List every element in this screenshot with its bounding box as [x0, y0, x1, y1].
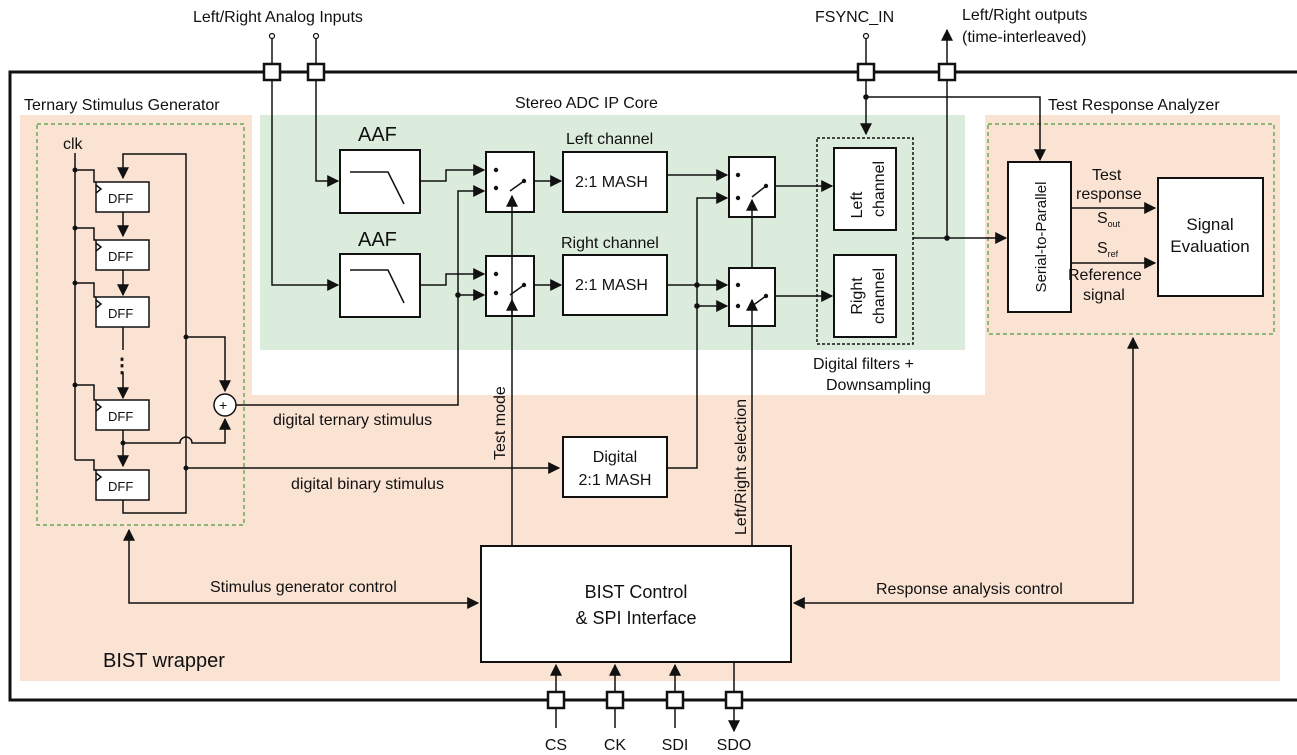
mux-left-input	[485, 151, 535, 213]
svg-text:DFF: DFF	[108, 249, 133, 264]
signal-eval-line2: Evaluation	[1170, 237, 1249, 256]
ternary-stimulus-label: digital ternary stimulus	[273, 412, 432, 429]
dff-3: DFF	[75, 282, 150, 328]
stimulus-control-label: Stimulus generator control	[210, 579, 397, 596]
pin-label-cs: CS	[545, 737, 567, 754]
dff-2: DFF	[75, 227, 150, 271]
adc-core-title: Stereo ADC IP Core	[515, 95, 658, 112]
output-pin	[937, 62, 957, 82]
svg-text:DFF: DFF	[108, 409, 133, 424]
serial-to-parallel-text: Serial-to-Parallel	[1033, 182, 1050, 293]
lr-selection-label: Left/Right selection	[733, 399, 750, 535]
response-analyzer-title: Test Response Analyzer	[1048, 97, 1220, 114]
svg-text:DFF: DFF	[108, 306, 133, 321]
mash-left-text: 2:1 MASH	[575, 174, 648, 191]
s-out-label: Sout	[1097, 210, 1121, 229]
filter-left-line2: channel	[871, 161, 888, 217]
filter-right-line1: Right	[849, 277, 866, 315]
mash-right-text: 2:1 MASH	[575, 277, 648, 294]
mux-right-input	[485, 255, 535, 317]
pin-label-sdo: SDO	[717, 737, 752, 754]
bist-control	[480, 545, 792, 663]
pin-label-ck: CK	[604, 737, 627, 754]
mash-left	[562, 151, 668, 213]
analog-inputs-label: Left/Right Analog Inputs	[193, 9, 363, 26]
reference-line1: Reference	[1068, 267, 1142, 284]
chip-boundary	[8, 70, 1297, 702]
filter-left	[833, 147, 897, 231]
dff-ellipsis: ⋮	[112, 355, 132, 377]
reference-line2: signal	[1083, 287, 1125, 304]
svg-text:DFF: DFF	[108, 191, 133, 206]
analog-input-pin-right	[306, 62, 326, 82]
pin-sdi	[665, 690, 685, 710]
digital-mash	[562, 436, 668, 498]
pin-cs	[546, 690, 566, 710]
fsync-pin	[856, 62, 876, 82]
bist-wrapper-title: BIST wrapper	[103, 650, 225, 672]
response-analyzer-border	[987, 123, 1275, 335]
signal-evaluation	[1157, 177, 1264, 297]
digital-mash-line2: 2:1 MASH	[579, 472, 652, 489]
signal-eval-line1: Signal	[1186, 215, 1233, 234]
pin-ck	[605, 690, 625, 710]
dff-4: DFF	[75, 384, 150, 431]
pin-sdo	[724, 690, 744, 710]
fsync-label: FSYNC_IN	[815, 9, 894, 26]
bist-control-line1: BIST Control	[585, 582, 688, 602]
filter-right-line2: channel	[871, 268, 888, 324]
binary-stimulus-label: digital binary stimulus	[291, 476, 444, 493]
adder-plus: +	[219, 397, 227, 413]
test-response-line2: response	[1076, 186, 1142, 203]
dff-1: DFF	[75, 169, 150, 213]
test-mode-label: Test mode	[492, 386, 509, 460]
stimulus-generator-border	[36, 123, 245, 526]
svg-text:DFF: DFF	[108, 479, 133, 494]
aaf-bottom	[339, 253, 421, 318]
dff-5: DFF	[75, 459, 150, 501]
digital-mash-line1: Digital	[593, 449, 637, 466]
outputs-label-1: Left/Right outputs	[962, 7, 1087, 24]
bist-control-line2: & SPI Interface	[575, 608, 696, 628]
aaf-top-label: AAF	[358, 124, 397, 146]
clk-label: clk	[63, 136, 84, 153]
aaf-bottom-label: AAF	[358, 229, 397, 251]
s-ref-label: Sref	[1097, 240, 1119, 259]
left-channel-label: Left channel	[566, 131, 653, 148]
aaf-top	[339, 149, 421, 214]
pin-label-sdi: SDI	[662, 737, 689, 754]
serial-to-parallel	[1007, 161, 1072, 313]
filters-caption-1: Digital filters +	[813, 356, 914, 373]
filters-caption-2: Downsampling	[826, 377, 931, 394]
stimulus-generator-title: Ternary Stimulus Generator	[24, 97, 220, 114]
response-control-label: Response analysis control	[876, 581, 1063, 598]
right-channel-label: Right channel	[561, 235, 659, 252]
filter-right	[833, 254, 897, 338]
outputs-label-2: (time-interleaved)	[962, 29, 1086, 46]
analog-input-pin-left	[262, 62, 282, 82]
filter-left-line1: Left	[849, 191, 866, 218]
test-response-line1: Test	[1092, 167, 1122, 184]
